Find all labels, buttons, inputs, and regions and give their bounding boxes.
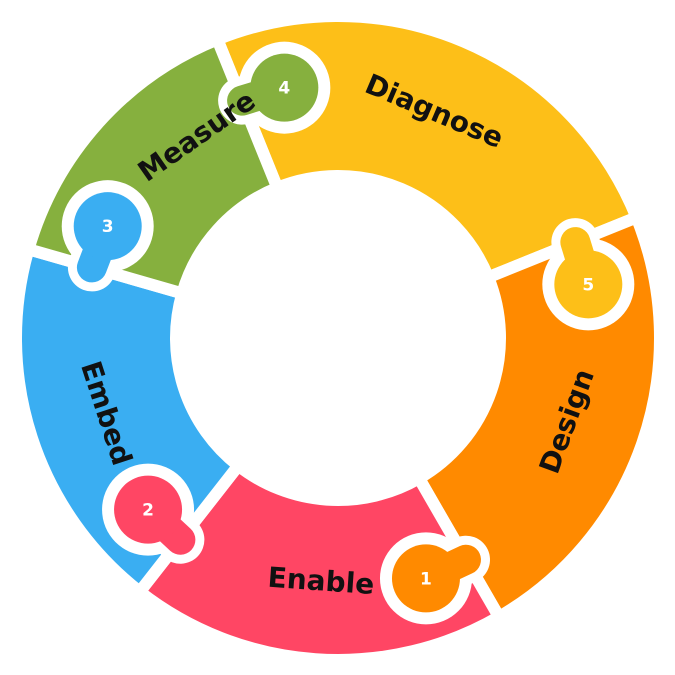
- segment-label: Enable: [267, 561, 376, 601]
- step-number: 5: [582, 275, 594, 295]
- step-number: 3: [102, 217, 114, 237]
- knob-5: [554, 250, 623, 319]
- center-hole: [182, 182, 494, 494]
- knob-2: [114, 475, 183, 544]
- knob-1: [391, 544, 460, 613]
- knob-4: [250, 53, 319, 122]
- step-number: 1: [420, 569, 432, 589]
- step-number: 4: [278, 79, 290, 99]
- knob-3: [73, 192, 142, 261]
- step-number: 2: [142, 501, 154, 521]
